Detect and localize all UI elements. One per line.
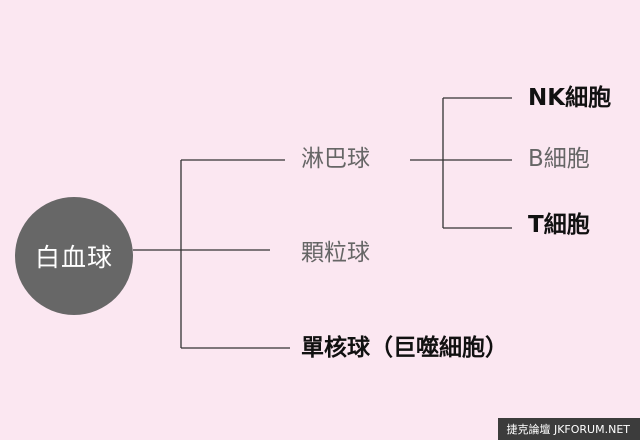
- root-node-leukocyte: 白血球: [15, 197, 133, 315]
- node-granulocyte: 顆粒球: [301, 240, 370, 266]
- node-b-cell: B細胞: [528, 146, 590, 172]
- site-watermark: 捷克論壇 JKFORUM.NET: [498, 418, 640, 440]
- node-lymphocyte: 淋巴球: [301, 146, 370, 172]
- root-node-label: 白血球: [34, 243, 113, 272]
- node-t-cell: T細胞: [528, 212, 590, 238]
- node-nk-cell: NK細胞: [528, 85, 612, 111]
- node-monocyte: 單核球（巨噬細胞）: [301, 335, 508, 361]
